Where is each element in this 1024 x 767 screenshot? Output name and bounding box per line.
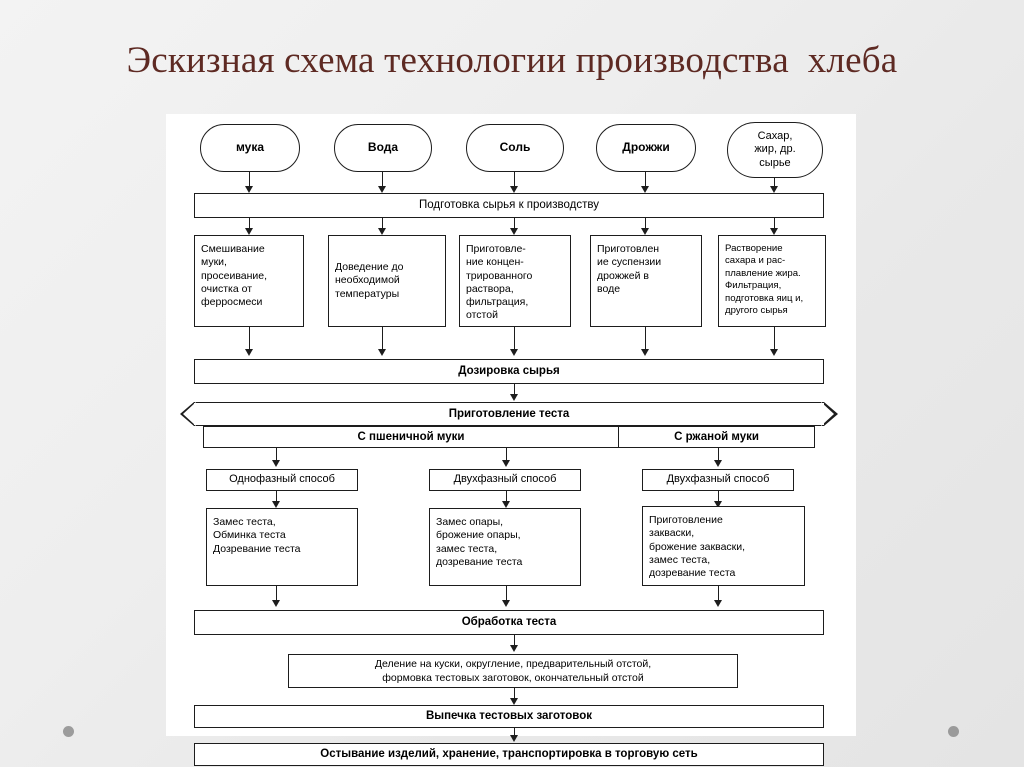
ingredient-oval-water[interactable]: Вода: [334, 124, 432, 172]
flour-type-band: С пшеничной муки С ржаной муки: [203, 426, 815, 448]
stage-band-dough-processing[interactable]: Обработка теста: [194, 610, 824, 635]
ingredient-oval-yeast[interactable]: Дрожжи: [596, 124, 696, 172]
prep-step-box-yeast-suspension[interactable]: Приготовлен ие суспензии дрожжей в воде: [590, 235, 702, 327]
chevron-right-cap-inner: [821, 402, 834, 426]
chevron-left-cap-inner: [183, 402, 196, 426]
process-flow-diagram: мука Вода Соль Дрожжи Сахар, жир, др. сы…: [166, 114, 856, 766]
decorative-dot-left: [63, 726, 74, 737]
decorative-dot-right: [948, 726, 959, 737]
ingredient-oval-salt[interactable]: Соль: [466, 124, 564, 172]
prep-step-box-salt-solution[interactable]: Приготовле- ние концен- трированного рас…: [459, 235, 571, 327]
prep-step-box-water-tempering[interactable]: Доведение до необходимой температуры: [328, 235, 446, 327]
stage-band-raw-material-dosing[interactable]: Дозировка сырья: [194, 359, 824, 384]
method-box-two-phase-wheat[interactable]: Двухфазный способ: [429, 469, 581, 491]
method-box-single-phase[interactable]: Однофазный способ: [206, 469, 358, 491]
ingredient-oval-flour[interactable]: мука: [200, 124, 300, 172]
method-box-two-phase-rye[interactable]: Двухфазный способ: [642, 469, 794, 491]
stage-band-dough-preparation[interactable]: Приготовление теста: [194, 402, 824, 426]
page-title: Эскизная схема технологии производства х…: [126, 40, 898, 81]
prep-step-box-flour-mixing[interactable]: Смешивание муки, просеивание, очистка от…: [194, 235, 304, 327]
method-detail-box-single-phase[interactable]: Замес теста, Обминка теста Дозревание те…: [206, 508, 358, 586]
processing-detail-box[interactable]: Деление на куски, округление, предварите…: [288, 654, 738, 688]
stage-band-dough-preparation-label: Приготовление теста: [448, 408, 570, 420]
flour-type-rye[interactable]: С ржаной муки: [618, 427, 814, 447]
stage-band-raw-material-preparation[interactable]: Подготовка сырья к производству: [194, 193, 824, 218]
flour-type-wheat[interactable]: С пшеничной муки: [357, 431, 465, 443]
stage-band-baking[interactable]: Выпечка тестовых заготовок: [194, 705, 824, 728]
method-detail-box-two-phase-rye[interactable]: Приготовление закваски, брожение закваск…: [642, 506, 805, 586]
method-detail-box-two-phase-wheat[interactable]: Замес опары, брожение опары, замес теста…: [429, 508, 581, 586]
ingredient-oval-sugar-fat-other[interactable]: Сахар, жир, др. сырье: [727, 122, 823, 178]
prep-step-box-sugar-fat-dissolving[interactable]: Растворение сахара и рас- плавление жира…: [718, 235, 826, 327]
stage-band-cooling-storage-transport[interactable]: Остывание изделий, хранение, транспортир…: [194, 743, 824, 766]
